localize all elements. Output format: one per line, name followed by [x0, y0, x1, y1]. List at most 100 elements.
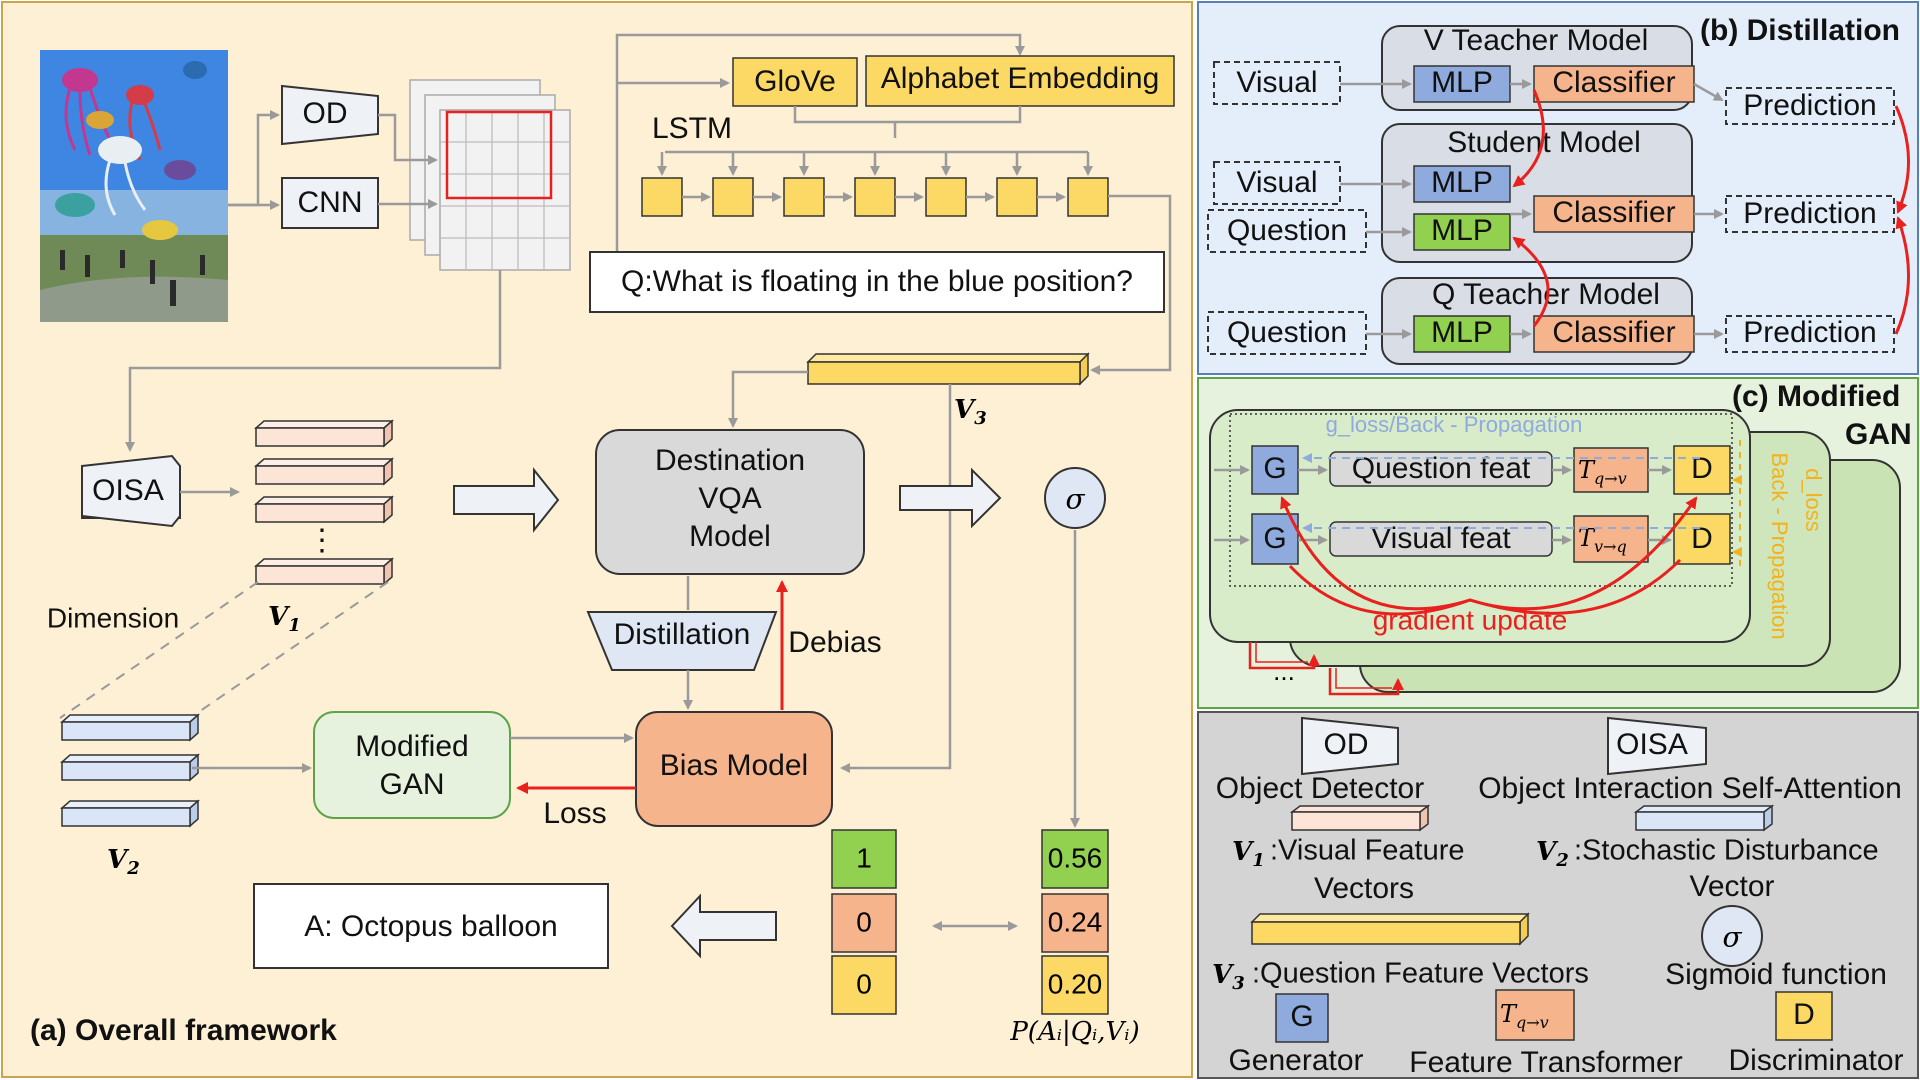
- alphabet-embedding-box: Alphabet Embedding: [865, 55, 1175, 107]
- legend-discriminator: D: [1775, 991, 1833, 1041]
- svg-text:D: D: [1691, 452, 1713, 485]
- probability-cell: [1041, 955, 1109, 1015]
- v1-ellipsis: ⋮: [307, 524, 337, 557]
- svg-text:Prediction: Prediction: [1743, 316, 1876, 349]
- sigma-symbol: σ: [1065, 483, 1085, 516]
- legend-v3-symbol: V3: [1212, 960, 1245, 994]
- legend-v2-desc-1: :Stochastic Disturbance: [1574, 835, 1879, 867]
- legend-v3-desc: :Question Feature Vectors: [1252, 958, 1589, 990]
- svg-text:Prediction: Prediction: [1743, 197, 1876, 230]
- input-visual-1: Visual: [1213, 61, 1341, 105]
- destination-line-2: VQA: [698, 482, 761, 515]
- oisa-label: OISA: [92, 474, 164, 507]
- legend-oisa-desc: Object Interaction Self-Attention: [1478, 772, 1902, 805]
- mlp-v-teacher: MLP: [1413, 65, 1511, 103]
- g-loss-label: g_loss/Back - Propagation: [1326, 412, 1583, 437]
- dimension-label: Dimension: [47, 602, 179, 633]
- mlp-student-question: MLP: [1413, 213, 1511, 251]
- debias-label: Debias: [788, 626, 881, 659]
- answer-vector-value: 0: [856, 968, 872, 999]
- answer-vector: 100: [831, 829, 897, 1015]
- answer-vector-cell: [831, 829, 897, 889]
- alphabet-embedding-label: Alphabet Embedding: [881, 62, 1160, 95]
- panel-c-title-1: (c) Modified: [1732, 380, 1900, 413]
- probability-cell: [1041, 893, 1109, 953]
- probability-value: 0.24: [1048, 906, 1103, 937]
- svg-text:MLP: MLP: [1431, 166, 1493, 199]
- feature-map-grid: [409, 79, 571, 271]
- svg-text:D: D: [1793, 998, 1815, 1031]
- svg-text:G: G: [1263, 522, 1286, 555]
- loss-label: Loss: [543, 797, 606, 830]
- v1-feature-vector: [254, 457, 394, 486]
- lstm-cell: [712, 177, 754, 217]
- block-arrow-to-model: [453, 467, 560, 533]
- block-arrow-to-answer: [670, 893, 777, 959]
- legend-sigma-desc: Sigmoid function: [1665, 958, 1887, 991]
- svg-text:Tq→v: Tq→v: [1578, 456, 1627, 488]
- lstm-cells: [641, 152, 1109, 217]
- gan-inner-dotted: [1229, 413, 1733, 587]
- bias-model-label: Bias Model: [660, 749, 808, 782]
- v2-stochastic-disturbance-stack: [60, 713, 200, 828]
- block-arrow-from-model: [899, 467, 1002, 529]
- transformer-v-to-q: Tv→q: [1573, 515, 1649, 563]
- legend-transformer-desc: Feature Transformer: [1409, 1046, 1682, 1079]
- legend-v2-bar: [1633, 804, 1775, 832]
- svg-text:Tq→v: Tq→v: [1500, 1000, 1549, 1032]
- v-teacher-title: V Teacher Model: [1424, 24, 1649, 57]
- legend-v1-desc-1: :Visual Feature: [1270, 835, 1465, 867]
- legend-v2-desc-2: Vector: [1689, 870, 1774, 903]
- classifier-v-teacher: Classifier: [1533, 65, 1695, 103]
- svg-text:Question feat: Question feat: [1352, 452, 1531, 485]
- legend-sigma-node: σ: [1701, 905, 1763, 967]
- v3-symbol: V3: [954, 395, 987, 429]
- destination-line-1: Destination: [655, 444, 805, 477]
- gan-line-1: Modified: [355, 730, 468, 763]
- generator-1: G: [1251, 445, 1299, 495]
- legend-v1-symbol: V1: [1232, 837, 1265, 871]
- input-visual-2: Visual: [1213, 161, 1341, 205]
- lstm-cell: [1067, 177, 1109, 217]
- transformer-q-to-v: Tq→v: [1573, 447, 1649, 493]
- svg-text:MLP: MLP: [1431, 66, 1493, 99]
- v2-disturbance-vector: [60, 799, 200, 828]
- v1-symbol: V1: [268, 602, 301, 636]
- svg-text:Visual feat: Visual feat: [1371, 522, 1511, 555]
- classifier-q-teacher: Classifier: [1533, 315, 1695, 353]
- glove-box: GloVe: [732, 57, 858, 107]
- generator-2: G: [1251, 513, 1299, 565]
- od-label: OD: [303, 97, 348, 130]
- probability-value: 0.56: [1048, 842, 1103, 873]
- discriminator-1: D: [1673, 445, 1731, 495]
- lstm-cell: [925, 177, 967, 217]
- destination-vqa-model: Destination VQA Model: [595, 429, 865, 575]
- svg-text:Question: Question: [1227, 316, 1347, 349]
- d-loss-label-2: Back - Propagation: [1767, 452, 1792, 639]
- lstm-label: LSTM: [652, 112, 732, 145]
- svg-text:MLP: MLP: [1431, 214, 1493, 247]
- lstm-cell: [996, 177, 1038, 217]
- svg-text:G: G: [1290, 1000, 1313, 1033]
- legend-v2-symbol: V2: [1536, 837, 1569, 871]
- prediction-q-teacher: Prediction: [1725, 315, 1895, 353]
- prob-formula: P(Aᵢ|Qᵢ,Vᵢ): [1009, 1017, 1139, 1047]
- v1-feature-vector: [254, 557, 394, 586]
- lstm-cell: [854, 177, 896, 217]
- oisa-module: OISA: [81, 454, 182, 528]
- od-module: OD: [281, 84, 379, 146]
- distillation-label: Distillation: [614, 618, 751, 651]
- svg-text:Prediction: Prediction: [1743, 89, 1876, 122]
- svg-text:D: D: [1691, 522, 1713, 555]
- legend-v3-bar: [1250, 912, 1530, 946]
- v2-symbol: V2: [107, 845, 140, 879]
- modified-gan-module: Modified GAN: [313, 711, 511, 819]
- svg-text:MLP: MLP: [1431, 316, 1493, 349]
- svg-text:OD: OD: [1324, 728, 1369, 761]
- v2-disturbance-vector: [60, 713, 200, 742]
- gan-ellipsis: ...: [1273, 656, 1295, 686]
- sigmoid-node: σ: [1044, 467, 1106, 529]
- v3-question-feature-bar: [806, 352, 1090, 386]
- input-question-2: Question: [1207, 311, 1367, 355]
